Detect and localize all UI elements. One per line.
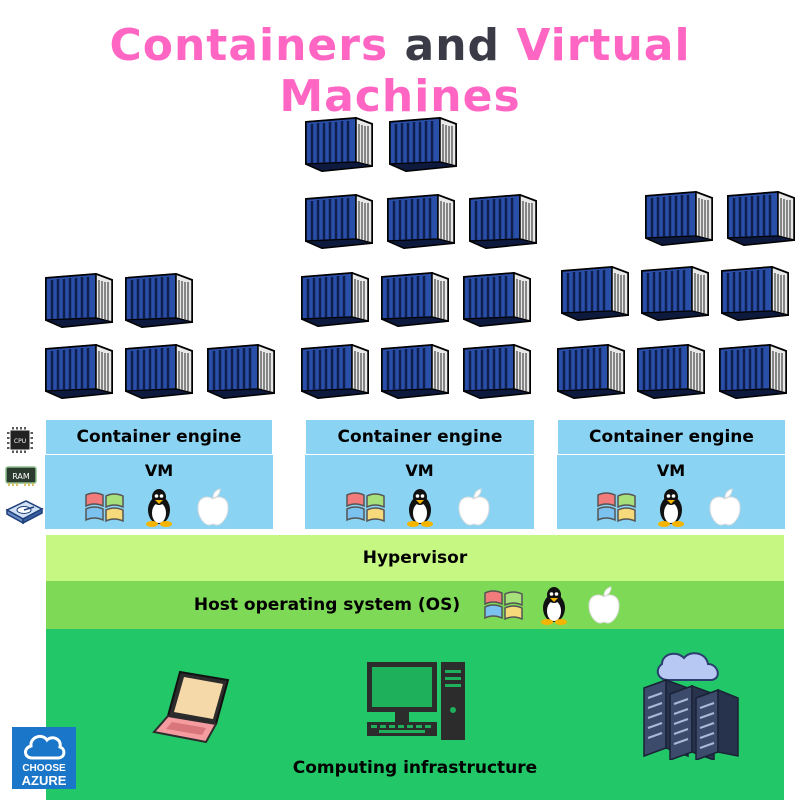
- cpu-chip-icon: CPU: [7, 427, 33, 453]
- vm-label-3: VM: [656, 461, 686, 480]
- laptop-icon: [152, 670, 230, 744]
- shipping-container-icon: [124, 272, 194, 328]
- hypervisor-label: Hypervisor: [362, 548, 468, 568]
- shipping-container-icon: [386, 193, 456, 249]
- vm-1: VM: [45, 455, 273, 529]
- linux-tux-icon: [649, 487, 693, 527]
- shipping-container-icon: [304, 193, 374, 249]
- shipping-container-icon: [468, 193, 538, 249]
- shipping-container-icon: [644, 190, 714, 246]
- title-part-virtual-machines: Virtual Machines: [279, 20, 691, 122]
- cloud-server-icon: [643, 652, 739, 760]
- shipping-container-icon: [636, 343, 706, 399]
- hypervisor-layer: Hypervisor: [46, 535, 784, 581]
- shipping-container-icon: [388, 116, 458, 172]
- host-os-label: Host operating system (OS): [193, 595, 461, 615]
- windows-icon: [595, 487, 639, 527]
- shipping-container-icon: [44, 272, 114, 328]
- apple-icon: [582, 585, 626, 625]
- vm-3: VM: [557, 455, 785, 529]
- infrastructure-label: Computing infrastructure: [292, 758, 538, 778]
- shipping-container-icon: [462, 343, 532, 399]
- vm-os-icons-3: [557, 487, 785, 527]
- diagram-title: Containers and Virtual Machines: [0, 20, 800, 122]
- vm-2: VM: [305, 455, 534, 529]
- shipping-container-icon: [124, 343, 194, 399]
- linux-tux-icon: [532, 585, 576, 625]
- container-engine-1: Container engine: [45, 419, 273, 455]
- cpu-chip-label: CPU: [14, 438, 26, 445]
- container-engine-3: Container engine: [557, 419, 786, 455]
- shipping-container-icon: [718, 343, 788, 399]
- apple-icon: [191, 487, 235, 527]
- linux-tux-icon: [398, 487, 442, 527]
- logo-line-1: CHOOSE: [22, 763, 66, 774]
- logo-line-2: AZURE: [21, 773, 67, 788]
- shipping-container-icon: [720, 265, 790, 321]
- title-part-and: and: [404, 20, 501, 71]
- apple-icon: [703, 487, 747, 527]
- hard-disk-icon: [5, 500, 44, 525]
- shipping-container-icon: [556, 343, 626, 399]
- windows-icon: [83, 487, 127, 527]
- shipping-container-icon: [304, 116, 374, 172]
- shipping-container-icon: [640, 265, 710, 321]
- desktop-computer-icon: [367, 662, 465, 740]
- shipping-container-icon: [380, 343, 450, 399]
- ram-module-label: RAM: [12, 472, 30, 481]
- windows-icon: [344, 487, 388, 527]
- vm-os-icons-2: [305, 487, 534, 527]
- shipping-container-icon: [300, 271, 370, 327]
- ram-module-icon: RAM: [5, 466, 37, 486]
- vm-label-1: VM: [144, 461, 174, 480]
- vm-label-2: VM: [405, 461, 434, 480]
- cloud-icon: [24, 734, 66, 760]
- vm-os-icons-1: [45, 487, 273, 527]
- shipping-container-icon: [462, 271, 532, 327]
- shipping-container-icon: [206, 343, 276, 399]
- shipping-container-icon: [726, 190, 796, 246]
- container-engine-2: Container engine: [305, 419, 535, 455]
- choose-azure-logo: CHOOSE AZURE: [12, 727, 76, 789]
- shipping-container-icon: [300, 343, 370, 399]
- windows-icon: [482, 585, 526, 625]
- shipping-container-icon: [380, 271, 450, 327]
- apple-icon: [452, 487, 496, 527]
- shipping-container-icon: [560, 265, 630, 321]
- host-os-layer: Host operating system (OS): [46, 581, 784, 629]
- shipping-container-icon: [44, 343, 114, 399]
- linux-tux-icon: [137, 487, 181, 527]
- title-part-containers: Containers: [109, 20, 389, 71]
- host-os-icons: [482, 585, 626, 625]
